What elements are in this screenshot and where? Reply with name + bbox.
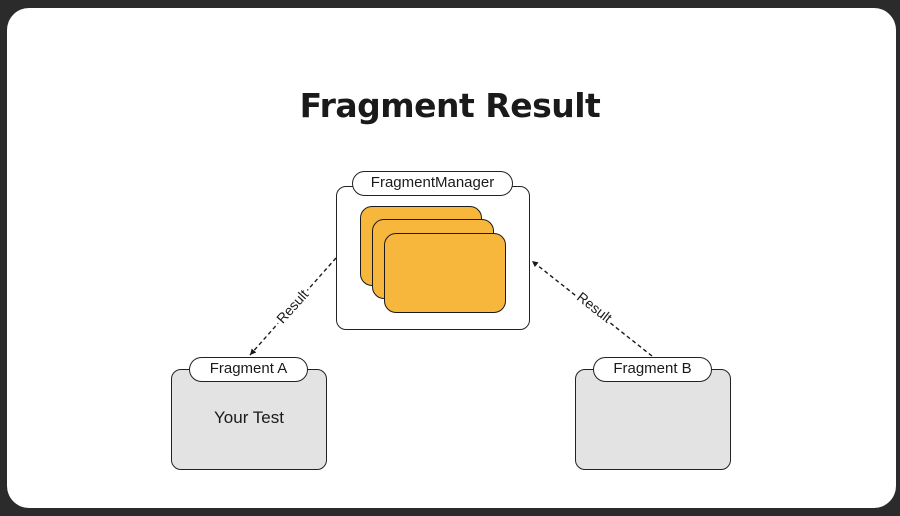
fragment-a-content: Your Test bbox=[214, 408, 284, 427]
edge-result-from-fragment-b bbox=[531, 260, 653, 357]
edge-label-result-a: Result bbox=[273, 286, 312, 326]
diagram-title: Fragment Result bbox=[299, 86, 601, 125]
fragment-a-box bbox=[171, 369, 327, 470]
fragment-b-box bbox=[575, 369, 731, 470]
fragment-a-label: Fragment A bbox=[189, 357, 308, 382]
fragment-b-label: Fragment B bbox=[593, 357, 712, 382]
fragment-manager-label: FragmentManager bbox=[352, 171, 513, 196]
fragment-stack-card bbox=[384, 233, 506, 313]
